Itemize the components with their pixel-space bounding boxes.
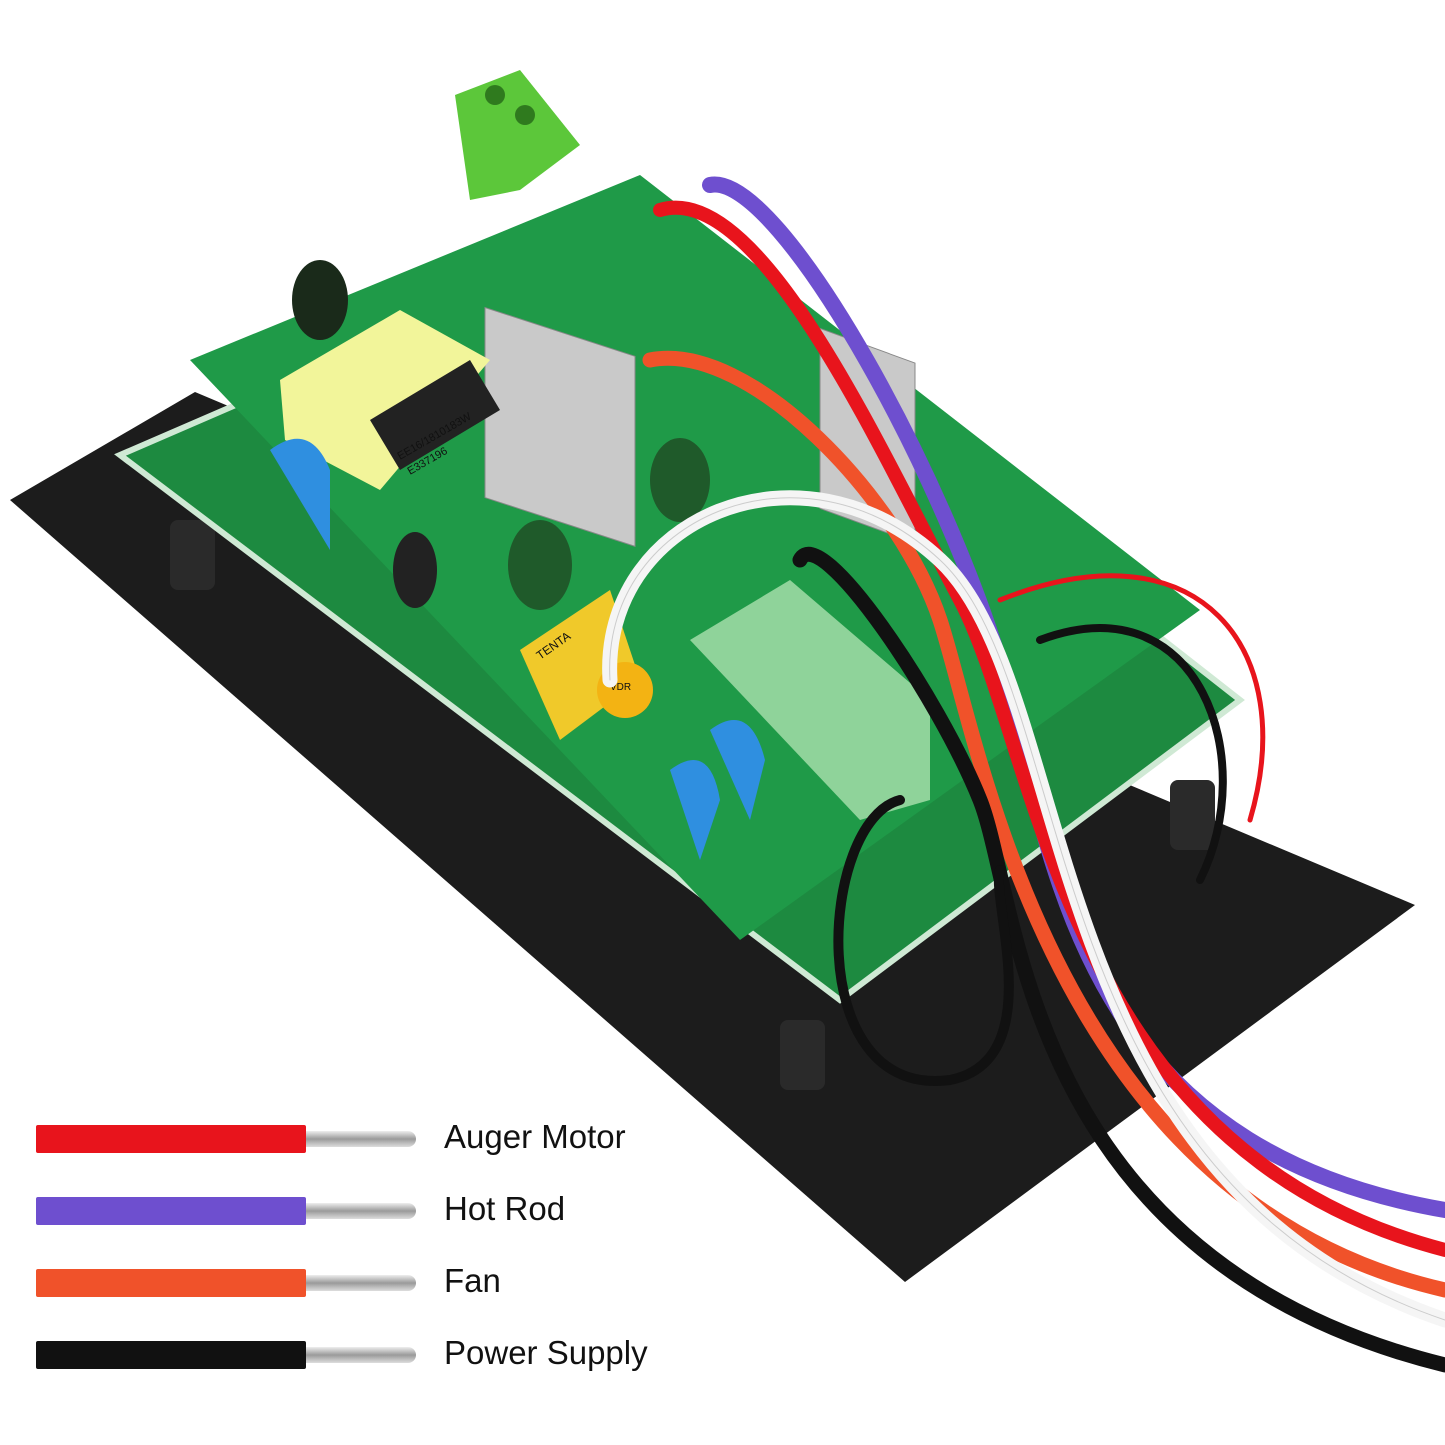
legend-item-auger-motor: Auger Motor — [36, 1118, 626, 1155]
purple-wire-swatch — [36, 1197, 306, 1225]
orange-wire-swatch — [36, 1269, 306, 1297]
legend-item-hot-rod: Hot Rod — [36, 1190, 565, 1227]
legend-label: Fan — [444, 1262, 501, 1299]
wire-tip-icon — [306, 1275, 416, 1291]
wires — [602, 176, 1445, 1373]
wire-tip-icon — [306, 1347, 416, 1363]
legend-item-power-supply: Power Supply — [36, 1334, 648, 1371]
capacitors — [270, 260, 765, 860]
wire-tip-icon — [306, 1131, 416, 1147]
svg-text:VDR: VDR — [610, 682, 631, 693]
wire-tip-icon — [306, 1203, 416, 1219]
fuse-holder — [690, 580, 930, 820]
red-wire-swatch — [36, 1125, 306, 1153]
standoffs — [170, 520, 1215, 1090]
legend-item-fan: Fan — [36, 1262, 501, 1299]
black-wire-swatch — [36, 1341, 306, 1369]
legend-label: Auger Motor — [444, 1118, 626, 1155]
legend-label: Power Supply — [444, 1334, 648, 1371]
terminal-block — [455, 70, 580, 200]
legend-label: Hot Rod — [444, 1190, 566, 1227]
